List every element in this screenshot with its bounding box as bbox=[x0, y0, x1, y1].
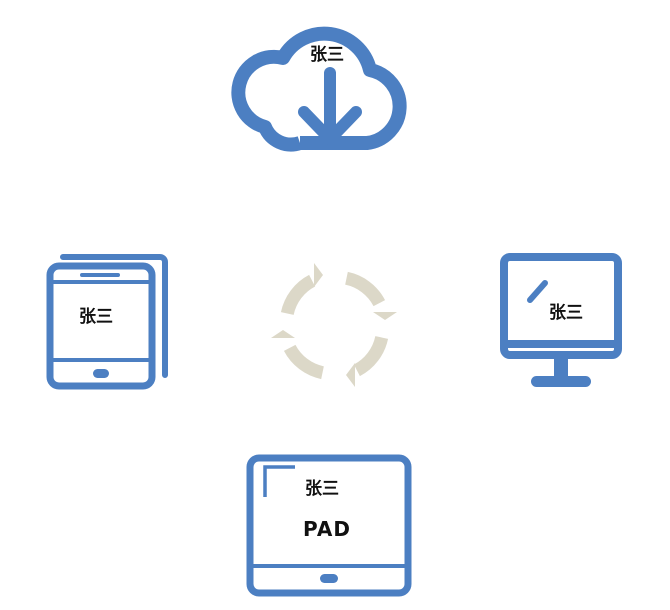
cloud-label: 张三 bbox=[310, 45, 344, 65]
tablet-pad-icon bbox=[246, 454, 412, 597]
pad-model-label: PAD bbox=[303, 517, 351, 541]
phone-label: 张三 bbox=[79, 307, 113, 327]
pad-node: 张三 PAD bbox=[246, 454, 412, 597]
cloud-node: 张三 bbox=[231, 26, 407, 152]
download-arrow-icon bbox=[298, 67, 362, 145]
desktop-monitor-icon bbox=[500, 253, 622, 387]
phone-node: 张三 bbox=[46, 254, 168, 390]
sync-cycle-icon bbox=[271, 263, 397, 387]
desktop-label: 张三 bbox=[549, 303, 583, 323]
smartphone-icon bbox=[46, 254, 168, 390]
pad-label: 张三 bbox=[305, 479, 339, 499]
desktop-node: 张三 bbox=[500, 253, 622, 387]
